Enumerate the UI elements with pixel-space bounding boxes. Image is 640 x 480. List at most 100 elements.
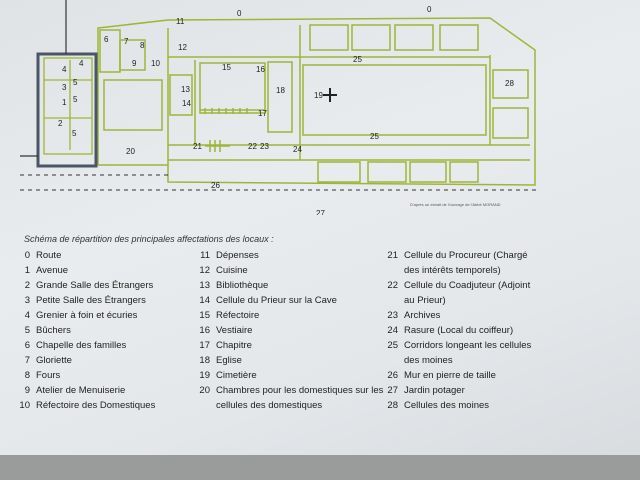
legend-item-label: Cellules des moines (404, 400, 490, 411)
legend-item-number: 13 (199, 280, 210, 291)
legend-item-label: Archives (404, 310, 441, 321)
plan-label: 12 (178, 43, 187, 52)
plan-label: 20 (126, 147, 135, 156)
legend-item-label: Chambres pour les domestiques sur les ce… (216, 385, 384, 411)
legend-item-number: 16 (199, 325, 210, 336)
plan-label: 22 (248, 142, 257, 151)
legend-item-number: 20 (199, 385, 210, 396)
legend-item-number: 11 (200, 250, 210, 261)
legend-item-label: Cellule du Coadjuteur (Adjoint au Prieur… (404, 280, 531, 306)
plan-label: 24 (293, 145, 302, 154)
legend-item-number: 28 (387, 400, 398, 411)
plan-label: 21 (193, 142, 202, 151)
legend-item-label: Cellule du Prieur sur la Cave (216, 295, 337, 306)
plan-label: 17 (258, 109, 267, 118)
plan-label: 5 (72, 129, 77, 138)
legend-item-number: 3 (24, 295, 30, 306)
legend-item-label: Jardin potager (404, 385, 465, 396)
legend-column-3: 21 Cellule du Procureur (Chargé des intér… (372, 248, 532, 413)
plan-label: 9 (132, 59, 137, 68)
left-annex (43, 57, 93, 155)
plan-label: 16 (256, 65, 265, 74)
legend-item-number: 17 (199, 340, 210, 351)
legend-item-number: 24 (387, 325, 398, 336)
plan-label: 0 (237, 9, 242, 18)
legend-item-number: 4 (24, 310, 30, 321)
legend-item-number: 9 (24, 385, 30, 396)
legend-item-number: 2 (24, 280, 30, 291)
plan-label: 1 (62, 98, 67, 107)
plan-label: 7 (124, 37, 129, 46)
plan-label: 15 (222, 63, 231, 72)
legend-item: 8 Fours (4, 368, 194, 383)
plan-label: 10 (151, 59, 160, 68)
legend-item: 4 Grenier à foin et écuries (4, 308, 194, 323)
legend-item-label: Route (36, 250, 62, 261)
plan-label: 28 (505, 79, 514, 88)
legend-item: 7 Gloriette (4, 353, 194, 368)
plan-label: 23 (260, 142, 269, 151)
legend-item-number: 26 (387, 370, 398, 381)
legend-item-number: 8 (24, 370, 30, 381)
plan-label: 11 (176, 17, 185, 26)
plan-label: 0 (427, 5, 432, 14)
legend-item-label: Chapelle des familles (36, 340, 127, 351)
legend-item-label: Avenue (36, 265, 69, 276)
legend-item: 9 Atelier de Menuiserie (4, 383, 194, 398)
plan-label: 3 (62, 83, 67, 92)
plan-label: 8 (140, 41, 145, 50)
legend-item-label: Gloriette (36, 355, 72, 366)
legend-item-label: Atelier de Menuiserie (36, 385, 126, 396)
legend-item-label: Cuisine (216, 265, 248, 276)
table-shadow (0, 455, 640, 480)
legend-item: 5 Bûchers (4, 323, 194, 338)
legend-item-label: Corridors longeant les cellules des moin… (404, 340, 532, 366)
legend-item-label: Dépenses (216, 250, 259, 261)
legend-item-label: Vestiaire (216, 325, 253, 336)
plan-walls (97, 17, 536, 186)
plan-label: 4 (62, 65, 67, 74)
legend-item-label: Grenier à foin et écuries (36, 310, 138, 321)
legend-item-number: 1 (24, 265, 30, 276)
legend-item-label: Fours (36, 370, 61, 381)
plan-label: 13 (181, 85, 190, 94)
legend-item-number: 25 (387, 340, 398, 351)
legend-item-number: 18 (199, 355, 210, 366)
cemetery-cross-icon (323, 88, 337, 102)
plan-label: 5 (73, 95, 78, 104)
plan-label: 14 (182, 99, 191, 108)
legend-item-label: Rasure (Local du coiffeur) (404, 325, 514, 336)
plan-label: 27 (316, 209, 325, 215)
legend-item-label: Bûchers (36, 325, 71, 336)
legend-item-number: 22 (387, 280, 398, 291)
legend-item: 11 Dépenses (184, 248, 384, 263)
legend-item-number: 10 (19, 400, 30, 411)
legend-item: 18 Eglise (184, 353, 384, 368)
annex-frame (36, 52, 98, 168)
plan-label: 18 (276, 86, 285, 95)
legend-item-label: Cellule du Procureur (Chargé des intérêt… (404, 250, 528, 276)
legend-item-number: 12 (199, 265, 210, 276)
legend-item-label: Eglise (216, 355, 242, 366)
legend-item-number: 7 (24, 355, 30, 366)
plan-label: 25 (370, 132, 379, 141)
legend-item: 20 Chambres pour les domestiques sur les … (184, 383, 384, 413)
legend-item: 12 Cuisine (184, 263, 384, 278)
legend-item: 22 Cellule du Coadjuteur (Adjoint au Prie… (372, 278, 532, 308)
legend-item-number: 5 (24, 325, 30, 336)
legend-item-number: 21 (387, 250, 398, 261)
legend-item-label: Bibliothèque (216, 280, 269, 291)
legend-item: 28 Cellules des moines (372, 398, 532, 413)
